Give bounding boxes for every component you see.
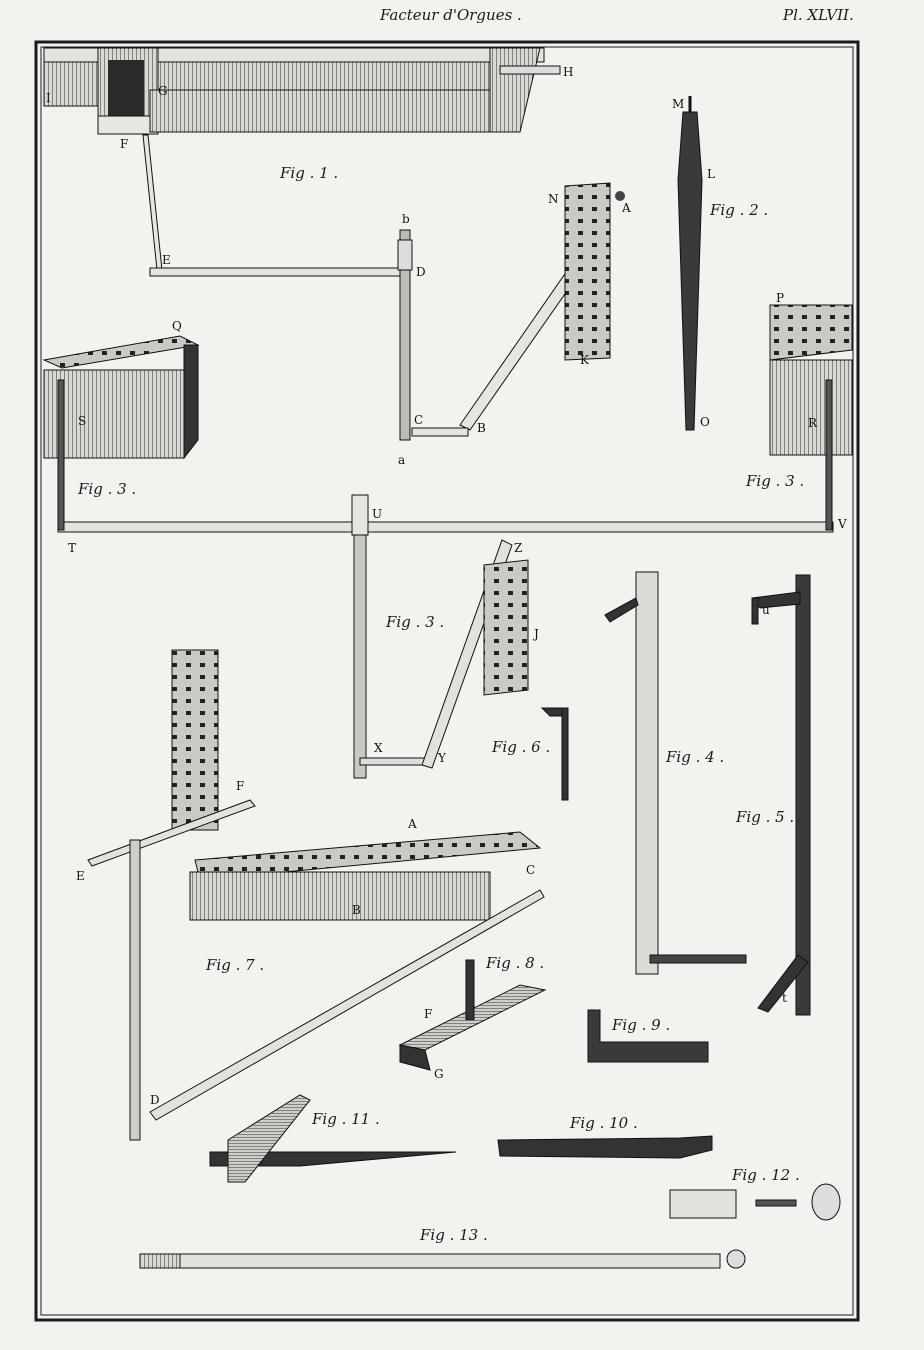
fig3-caption-left: Fig . 3 . bbox=[77, 480, 136, 498]
fig9-caption: Fig . 9 . bbox=[611, 1016, 670, 1034]
fig6-tool bbox=[540, 707, 569, 801]
letter-a: a bbox=[398, 453, 405, 467]
letter-H: H bbox=[563, 65, 573, 79]
fig10-tool bbox=[497, 1135, 713, 1159]
letter-F: F bbox=[120, 137, 128, 151]
fig1-trackboard bbox=[564, 182, 625, 361]
fig7-assembly bbox=[87, 649, 545, 1141]
fig8-tool bbox=[398, 959, 547, 1071]
fig3-caption-right: Fig . 3 . bbox=[745, 472, 804, 490]
fig2-caption: Fig . 2 . bbox=[709, 201, 768, 219]
inner-frame bbox=[40, 46, 854, 1316]
letter-J: J bbox=[532, 627, 539, 641]
letter-C: C bbox=[414, 413, 423, 427]
fig12-parts bbox=[669, 1183, 841, 1221]
letter-E: E bbox=[162, 253, 171, 267]
fig3-caption-center: Fig . 3 . bbox=[385, 613, 444, 631]
fig13-rod bbox=[139, 1249, 746, 1269]
letter-Y: Y bbox=[437, 751, 447, 765]
plate-title: Facteur d'Orgues . bbox=[380, 6, 522, 24]
fig1-linkage bbox=[142, 134, 605, 441]
letter-A-fig7: A bbox=[407, 817, 417, 831]
letter-R: R bbox=[808, 416, 818, 430]
fig6-caption: Fig . 6 . bbox=[491, 738, 550, 756]
letter-F-fig7: F bbox=[236, 779, 244, 793]
fig1-caption: Fig . 1 . bbox=[279, 164, 338, 182]
fig2-tool bbox=[677, 96, 703, 431]
letter-A: A bbox=[621, 201, 631, 215]
outer-frame bbox=[34, 40, 860, 1322]
letter-Q: Q bbox=[172, 319, 182, 333]
letter-B: B bbox=[477, 421, 486, 435]
letter-F-fig8: F bbox=[424, 1007, 432, 1021]
letter-B-fig7: B bbox=[352, 903, 361, 917]
letter-I: I bbox=[46, 91, 51, 105]
letter-D: D bbox=[416, 265, 426, 279]
fig11-caption: Fig . 11 . bbox=[311, 1110, 380, 1128]
letter-t: t bbox=[782, 991, 787, 1005]
letter-P: P bbox=[776, 291, 784, 305]
letter-G: G bbox=[158, 84, 168, 98]
letter-M: M bbox=[672, 97, 684, 111]
fig3-block-left bbox=[42, 335, 200, 460]
letter-N: N bbox=[548, 192, 559, 206]
plate-number: Pl. XLVII. bbox=[783, 6, 854, 24]
fig9-tool bbox=[587, 1009, 709, 1063]
letter-O: O bbox=[700, 415, 710, 429]
letter-Z: Z bbox=[514, 541, 522, 555]
fig3-block-right bbox=[769, 304, 853, 456]
fig11-tool bbox=[209, 1094, 457, 1183]
letter-L: L bbox=[707, 167, 715, 181]
fig7-caption: Fig . 7 . bbox=[205, 956, 264, 974]
fig10-caption: Fig . 10 . bbox=[569, 1114, 638, 1132]
fig1-sommier bbox=[43, 47, 561, 135]
fig13-caption: Fig . 13 . bbox=[419, 1226, 488, 1244]
letter-U: U bbox=[372, 507, 382, 521]
fig8-caption: Fig . 8 . bbox=[485, 954, 544, 972]
letter-D-fig7: D bbox=[150, 1093, 160, 1107]
letter-S: S bbox=[78, 414, 86, 428]
letter-V: V bbox=[837, 517, 847, 531]
letter-u: u bbox=[762, 603, 770, 617]
letter-E-fig7: E bbox=[76, 869, 85, 883]
letter-b: b bbox=[402, 212, 410, 226]
fig5-caption: Fig . 5 . bbox=[735, 808, 794, 826]
fig4-tool bbox=[604, 571, 747, 975]
fig12-caption: Fig . 12 . bbox=[731, 1166, 800, 1184]
letter-T: T bbox=[68, 541, 76, 555]
letter-C-fig7: C bbox=[526, 863, 535, 877]
letter-G-fig8: G bbox=[434, 1067, 444, 1081]
fig4-caption: Fig . 4 . bbox=[665, 748, 724, 766]
letter-K: K bbox=[580, 353, 590, 367]
fig5-tool bbox=[751, 574, 811, 1016]
fig3-long-arm bbox=[57, 379, 834, 779]
letter-X: X bbox=[374, 741, 383, 755]
